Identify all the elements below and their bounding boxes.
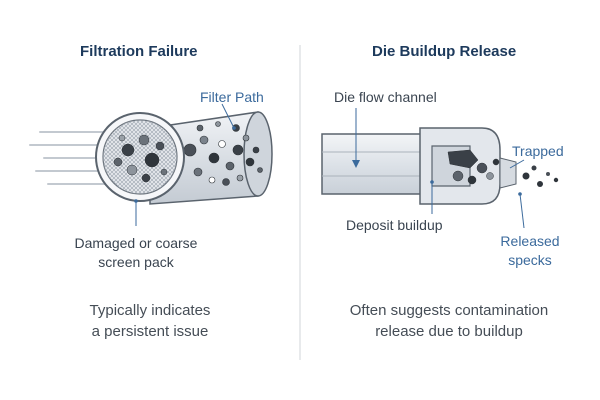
left-panel-title: Filtration Failure	[80, 43, 198, 60]
filter-assembly	[29, 103, 273, 226]
screen-pack	[95, 112, 185, 202]
trapped-label: Trapped	[512, 143, 564, 159]
released-specks	[522, 165, 559, 187]
released-specks-label: Released specks	[500, 233, 560, 268]
screen-pack-label: Damaged or coarse screen pack	[74, 235, 198, 270]
die-assembly	[321, 108, 559, 229]
die-flow-channel-label: Die flow channel	[334, 89, 437, 105]
right-panel-title: Die Buildup Release	[372, 43, 517, 60]
filter-path-label: Filter Path	[200, 89, 264, 105]
deposit-buildup-label: Deposit buildup	[346, 217, 443, 233]
left-caption: Typically indicates a persistent issue	[89, 302, 211, 340]
contaminant-particles	[183, 121, 263, 186]
right-caption: Often suggests contamination release due…	[349, 302, 549, 340]
